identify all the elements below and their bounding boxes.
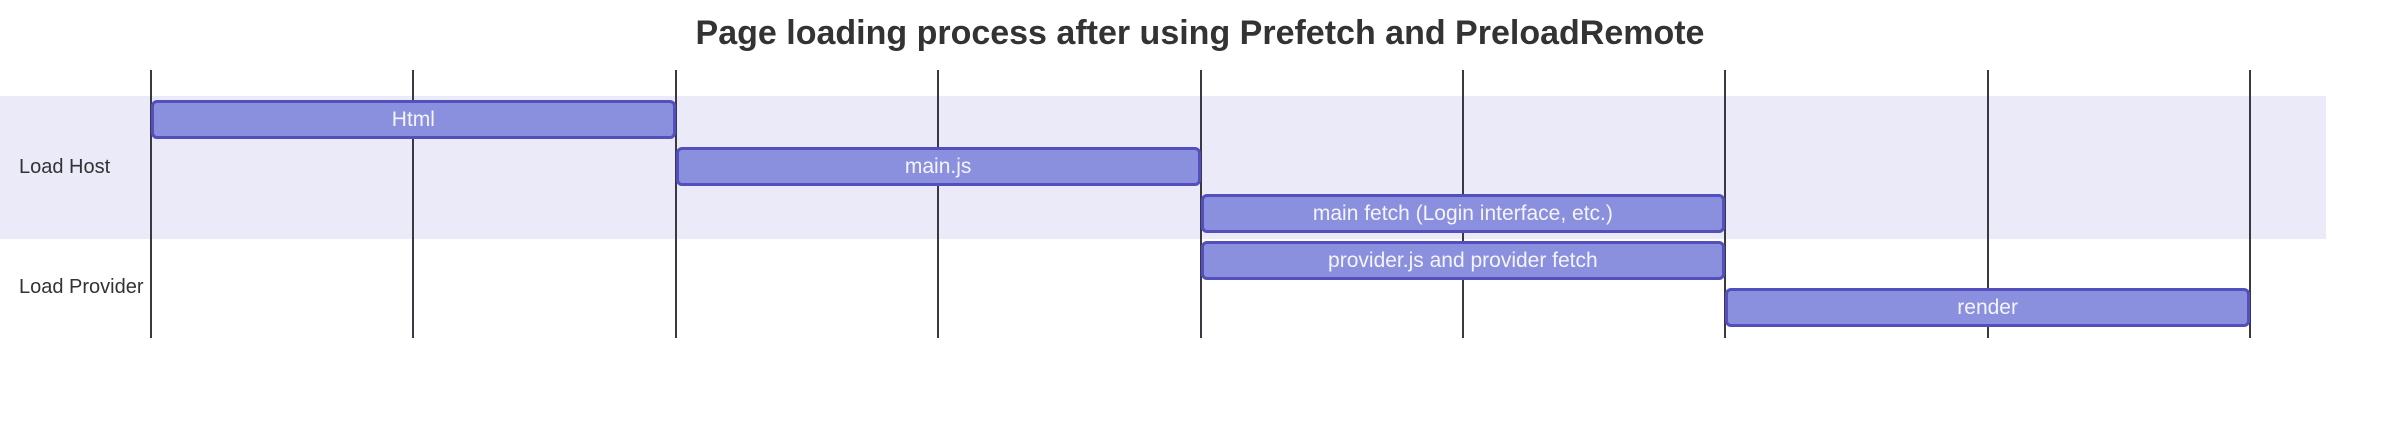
grid-line-8: [2249, 70, 2251, 338]
chart-title: Page loading process after using Prefetc…: [695, 14, 1705, 52]
grid-line-2: [674, 70, 677, 338]
grid-line-0: [150, 70, 152, 338]
grid-line-6: [1724, 70, 1727, 338]
grid-line-7: [1986, 70, 1989, 338]
task-label: main fetch (Login interface, etc.): [1312, 201, 1613, 225]
task-label: Html: [391, 107, 435, 131]
section-label-load-provider: Load Provider: [19, 276, 144, 298]
task-bar-2: main fetch (Login interface, etc.): [1200, 194, 1726, 233]
task-label: provider.js and provider fetch: [1328, 248, 1598, 272]
section-label-load-host: Load Host: [19, 156, 111, 178]
task-label: render: [1957, 295, 2018, 319]
task-bar-1: main.js: [675, 147, 1201, 186]
grid-line-3: [937, 70, 940, 338]
grid-line-1: [412, 70, 415, 338]
task-bar-4: render: [1725, 288, 2250, 327]
task-bar-3: provider.js and provider fetch: [1200, 241, 1726, 280]
task-label: main.js: [904, 154, 972, 178]
task-bar-0: Html: [151, 100, 676, 139]
